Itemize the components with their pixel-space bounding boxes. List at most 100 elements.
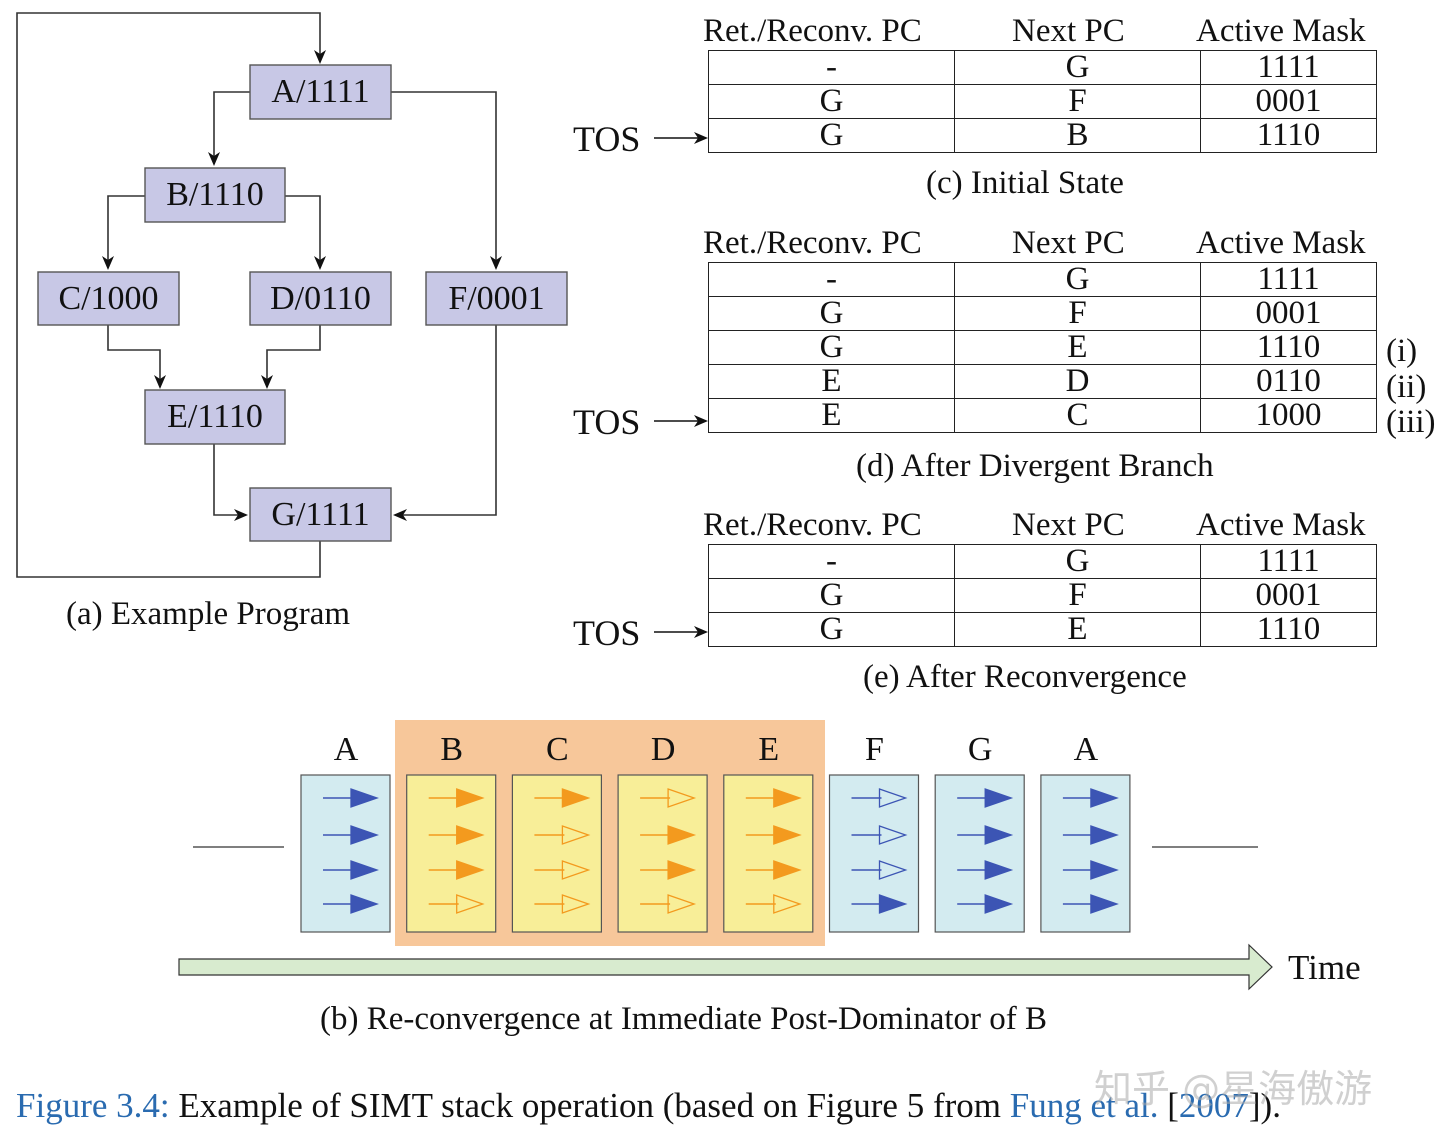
active-mask-cell: 0001 [1200,578,1377,613]
stack-header-col3: Active Mask [1196,13,1366,49]
reconv-pc-cell: G [708,578,955,613]
inactive-thread-arrow-icon [534,825,591,845]
block-label: E [758,731,780,768]
next-pc-cell: F [954,578,1201,613]
node-box-c [37,271,180,326]
next-pc-cell: C [954,398,1201,433]
stack-caption: (e) After Reconvergence [863,659,1187,695]
stack-caption: (d) After Divergent Branch [856,448,1214,484]
control-flow-graph [16,12,568,578]
inactive-thread-arrow-icon [534,860,591,880]
active-mask-cell: 1111 [1200,262,1377,297]
figure-caption: Figure 3.4: Example of SIMT stack operat… [16,1086,1281,1126]
node-box-d [249,271,392,326]
node-box-e [144,389,286,445]
inactive-thread-arrow-icon [745,894,802,914]
tos-arrow-icon [654,626,708,639]
stack-header-col2: Next PC [1012,13,1125,49]
reference-authors-link[interactable]: Fung et al. [1009,1086,1159,1125]
node-box-b [144,167,286,223]
block-label: A [333,731,359,768]
next-pc-cell: F [954,84,1201,119]
reconv-pc-cell: G [708,84,955,119]
edge-g-to-a-loop [16,12,326,578]
block-label: F [865,731,884,768]
active-thread-arrow-icon [323,788,379,808]
inactive-thread-arrow-icon [534,894,591,914]
next-pc-cell: E [954,330,1201,365]
edge-e-to-g [213,444,248,521]
block-f [828,774,920,933]
block-g [934,774,1025,933]
stack-header-col3: Active Mask [1196,507,1366,543]
inactive-thread-arrow-icon [640,894,697,914]
stack-header-col1: Ret./Reconv. PC [703,13,922,49]
reconv-pc-cell: E [708,398,955,433]
stack-header-col3: Active Mask [1196,225,1366,261]
tos-arrow-icon [654,414,708,427]
caption-example-program: (a) Example Program [66,596,351,632]
reconv-pc-cell: G [708,296,955,331]
block-c [511,774,603,933]
reference-close: ]). [1248,1086,1281,1125]
active-thread-arrow-icon [428,825,485,845]
active-thread-arrow-icon [428,860,485,880]
reconv-pc-cell: G [708,330,955,365]
edge-b-to-c [102,195,145,270]
figure-caption-text: Example of SIMT stack operation (based o… [169,1086,1010,1125]
active-thread-arrow-icon [957,825,1014,845]
figure-number-link[interactable]: Figure 3.4: [16,1086,170,1125]
block-label: D [650,731,676,768]
active-mask-cell: 1110 [1200,330,1377,365]
stack-header-col2: Next PC [1012,225,1125,261]
edge-c-to-e [107,325,166,389]
active-mask-cell: 1111 [1200,544,1377,579]
inactive-thread-arrow-icon [428,894,485,914]
block-label: C [546,731,569,768]
edge-f-to-g [393,325,497,521]
stack-header-col1: Ret./Reconv. PC [703,507,922,543]
active-mask-cell: 0110 [1200,364,1377,399]
active-thread-arrow-icon [957,860,1014,880]
active-thread-arrow-icon [428,788,485,808]
block-label: G [967,731,993,768]
reconv-pc-cell: - [708,262,955,297]
next-pc-cell: E [954,612,1201,647]
tos-label: TOS [573,119,641,160]
block-b [406,774,497,933]
edge-a-to-b [208,91,250,166]
reference-open: [ [1158,1086,1179,1125]
tos-arrow-icon [654,132,708,145]
node-box-a [249,64,392,120]
stack-caption: (c) Initial State [926,165,1124,201]
time-arrow [178,943,1273,991]
reconv-pc-cell: - [708,50,955,85]
node-box-f [425,271,568,326]
block-d [617,774,708,933]
active-thread-arrow-icon [1062,788,1119,808]
active-thread-arrow-icon [1062,825,1119,845]
block-e [723,774,814,933]
inactive-thread-arrow-icon [640,788,697,808]
active-thread-arrow-icon [1062,894,1119,914]
node-box-g [249,487,392,542]
reconv-pc-cell: E [708,364,955,399]
active-thread-arrow-icon [323,894,379,914]
active-mask-cell: 0001 [1200,84,1377,119]
active-thread-arrow-icon [851,894,908,914]
stack-entry-note: (iii) [1386,403,1436,440]
time-axis-label: Time [1288,948,1361,987]
stack-entry-note: (ii) [1386,368,1427,405]
block-label: B [440,731,464,768]
next-pc-cell: D [954,364,1201,399]
reference-year-link[interactable]: 2007 [1178,1086,1249,1125]
reconv-pc-cell: G [708,118,955,153]
